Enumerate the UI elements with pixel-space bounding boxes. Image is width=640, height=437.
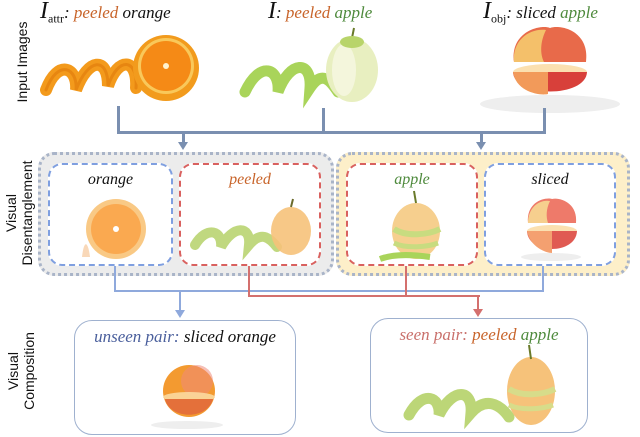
disentangle-box-orange: orange (48, 163, 173, 266)
connector-input-attr (117, 106, 120, 133)
orange-half-image (82, 199, 146, 259)
peeled-apple-composed-image (403, 344, 557, 430)
composition-label-unseen: unseen pair: sliced orange (94, 327, 276, 346)
arrow-down-left-icon (178, 142, 188, 150)
input-caption-attr: Iattr: peeled orange (40, 0, 171, 26)
row-label-visual-composition: Visual Composition (5, 332, 37, 410)
sliced-apple-image (480, 27, 620, 113)
disentangle-box-sliced: sliced (484, 163, 616, 266)
input-caption-main: I: peeled apple (268, 0, 373, 24)
connector-blue-orange-down (114, 266, 116, 291)
connector-red-peeled-down (248, 266, 250, 297)
arrow-down-right-icon (476, 142, 486, 150)
connector-input-main (322, 108, 325, 133)
composition-box-seen: seen pair: peeled apple (370, 318, 588, 433)
connector-input-obj (543, 108, 546, 133)
box-label: orange (87, 171, 134, 188)
connector-red-horizontal (248, 295, 480, 297)
arrow-down-seen-icon (473, 309, 483, 317)
connector-blue-horizontal (114, 290, 544, 292)
composition-label-seen: seen pair: peeled apple (399, 325, 559, 344)
arrow-down-unseen-icon (175, 310, 185, 318)
row-label-visual-disentanglement: Visual Disentanglement (3, 160, 35, 266)
row-label-input-images: Input Images (14, 21, 30, 103)
peeled-apple-image (239, 27, 378, 109)
peeled-apple-faded-image (190, 198, 311, 261)
connector-red-to-seen (477, 296, 479, 310)
disentangle-box-apple: apple (346, 163, 478, 266)
box-label: apple (394, 171, 430, 188)
connector-red-apple-down (405, 266, 407, 297)
box-label: peeled (229, 171, 271, 188)
sliced-apple-small-image (521, 198, 581, 261)
input-caption-obj: Iobj: sliced apple (483, 0, 598, 26)
connector-blue-sliced-down (542, 266, 544, 291)
disentangle-box-peeled: peeled (179, 163, 321, 266)
box-label: sliced (531, 171, 569, 188)
sliced-orange-image (151, 365, 223, 429)
apple-peeled-stripes-image (378, 190, 442, 262)
peeled-orange-image (40, 35, 199, 101)
connector-blue-to-unseen (179, 291, 181, 311)
connector-down-right (480, 133, 483, 143)
connector-input-horizontal (117, 131, 546, 134)
composition-box-unseen: unseen pair: sliced orange (74, 320, 296, 435)
connector-down-left (182, 133, 185, 143)
